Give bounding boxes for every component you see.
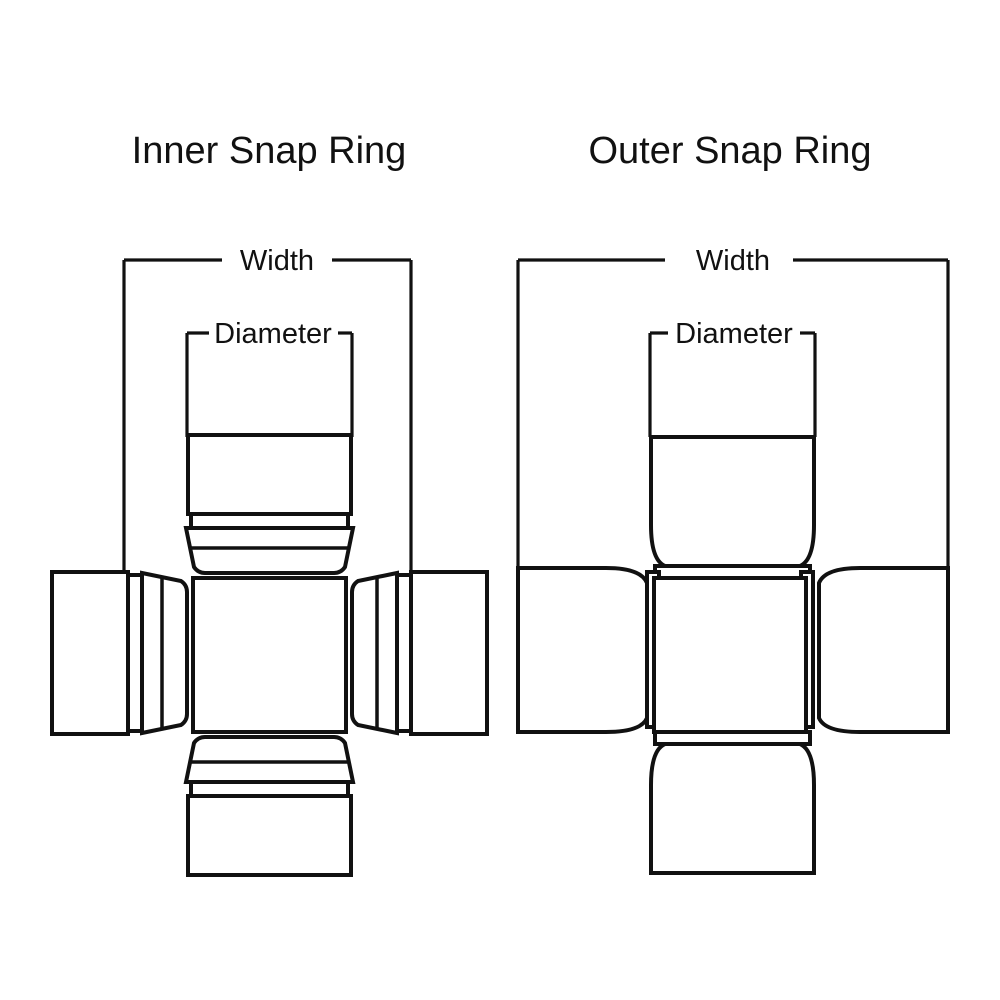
diameter-dimension-outer: Diameter — [648, 318, 817, 437]
width-dimension-inner: Width — [122, 245, 413, 572]
diameter-label-inner: Diameter — [214, 318, 332, 350]
cap-body-left-inner — [50, 570, 130, 736]
cap-band-right-inner — [395, 573, 413, 733]
cross-center-body-inner — [191, 576, 348, 734]
cap-taper-left-inner — [140, 570, 189, 736]
cap-taper-bottom-inner — [183, 735, 356, 784]
bearing-cap-top-outer — [649, 435, 816, 580]
cross-center-body-outer — [652, 576, 808, 734]
panel-title-inner: Inner Snap Ring — [132, 130, 407, 172]
bearing-cap-bottom-inner — [183, 735, 356, 877]
cap-body-left-outer — [516, 566, 649, 734]
width-label-inner: Width — [240, 245, 314, 277]
cap-body-top-inner — [186, 433, 353, 516]
cap-body-bottom-inner — [186, 794, 353, 877]
cap-band-top-inner — [189, 512, 350, 530]
cap-taper-top-inner — [183, 526, 356, 575]
bearing-cap-left-inner — [50, 570, 189, 736]
cap-band-bottom-inner — [189, 780, 350, 798]
cap-band-left-inner — [126, 573, 144, 733]
panel-title-outer: Outer Snap Ring — [588, 130, 871, 172]
diameter-dimension-inner: Diameter — [185, 318, 354, 437]
panel-outer-snap-ring: Outer Snap Ring Width Diameter — [516, 130, 950, 875]
diameter-label-outer: Diameter — [675, 318, 793, 350]
width-dimension-outer: Width — [516, 245, 950, 568]
cap-body-top-outer — [649, 435, 816, 568]
cap-body-right-outer — [817, 566, 950, 734]
bearing-cap-left-outer — [516, 566, 661, 734]
cap-taper-right-inner — [350, 570, 399, 736]
bearing-cap-top-inner — [183, 433, 356, 575]
cap-body-bottom-outer — [649, 742, 816, 875]
panel-inner-snap-ring: Inner Snap Ring Width Diameter — [50, 130, 489, 877]
cap-body-right-inner — [409, 570, 489, 736]
bearing-cap-bottom-outer — [649, 730, 816, 875]
bearing-cap-right-outer — [799, 566, 950, 734]
bearing-cap-right-inner — [350, 570, 489, 736]
width-label-outer: Width — [696, 245, 770, 277]
